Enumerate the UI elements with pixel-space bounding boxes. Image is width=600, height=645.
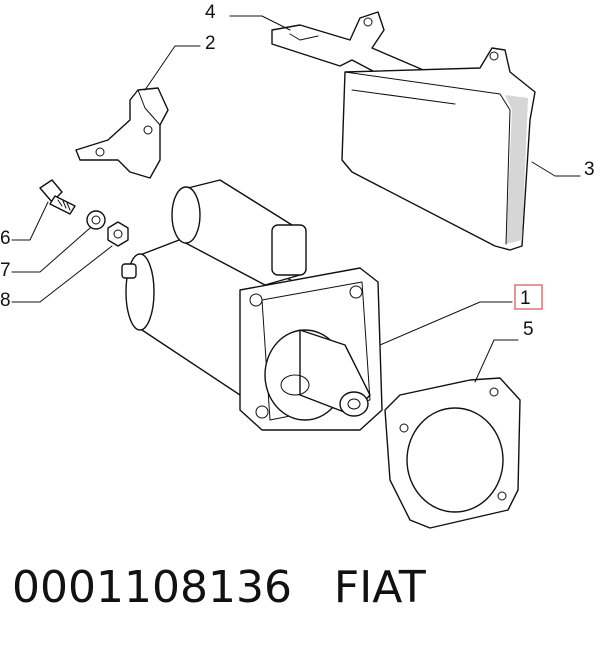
caption: 0001108136 FIAT (12, 562, 426, 613)
callout-7: 7 (0, 260, 11, 281)
callout-6: 6 (0, 228, 11, 249)
brand-name: FIAT (333, 562, 426, 613)
part-8-nut (107, 221, 129, 247)
callout-5: 5 (523, 319, 534, 340)
part-7-washer (86, 210, 106, 230)
part-6-bolt (39, 179, 76, 215)
callout-2: 2 (205, 33, 216, 54)
exploded-parts-diagram: 1 2 3 4 5 6 7 8 (0, 2, 595, 529)
callout-labels: 1 2 3 4 5 6 7 8 (0, 2, 595, 340)
callout-8: 8 (0, 290, 11, 311)
callout-1-highlight (514, 284, 543, 310)
part-2-bracket (75, 87, 169, 179)
callout-4: 4 (205, 2, 216, 23)
callout-1: 1 (520, 288, 531, 309)
callout-3: 3 (584, 159, 595, 180)
part-number: 0001108136 (12, 562, 292, 613)
leader-lines (11, 15, 581, 383)
part-1-starter-motor (121, 179, 383, 431)
part-5-gasket (384, 377, 521, 529)
part-3-heat-shield (341, 47, 536, 251)
